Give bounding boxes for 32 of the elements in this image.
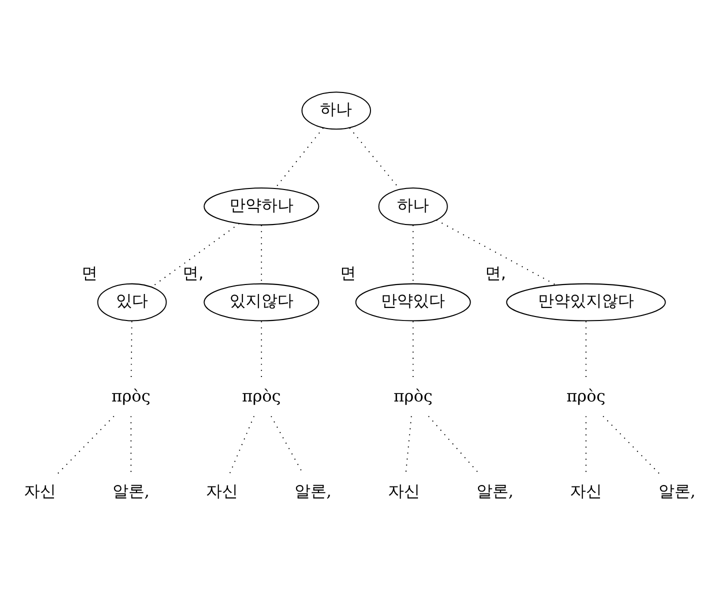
node-ellipse: 있지않다 — [204, 283, 320, 322]
node-ellipse: 만약있다 — [355, 283, 471, 322]
connector — [274, 128, 324, 189]
node-ellipse: 만약있지않다 — [506, 283, 666, 322]
node-label: 면 — [340, 263, 356, 282]
node-ellipse: 하나 — [378, 187, 448, 226]
connector — [228, 416, 254, 475]
node-text: πρὸς — [242, 386, 281, 406]
node-ellipse: 하나 — [302, 92, 372, 130]
node-text: πρὸς — [112, 386, 150, 406]
node-text: 알론, — [294, 482, 332, 501]
node-label: 면, — [182, 263, 204, 282]
connector — [349, 128, 400, 190]
node-text: 알론, — [476, 482, 514, 501]
connector — [152, 223, 240, 288]
connector — [602, 416, 660, 475]
node-text: 자신 — [24, 482, 56, 501]
connector — [405, 416, 412, 474]
node-text: 자신 — [388, 482, 420, 501]
connector — [436, 220, 556, 286]
node-ellipse: 있다 — [97, 283, 167, 322]
node-label: 면, — [484, 263, 506, 282]
node-text: πρὸς — [394, 386, 433, 406]
node-label: 면 — [82, 263, 98, 282]
node-text: 알론, — [112, 482, 150, 501]
node-text: 자신 — [570, 482, 602, 501]
connector — [428, 416, 480, 475]
node-text: 알론, — [658, 482, 696, 501]
connector — [56, 416, 114, 475]
node-text: πρὸς — [566, 386, 606, 406]
node-text: 자신 — [206, 482, 238, 501]
node-ellipse: 만약하나 — [204, 187, 320, 226]
